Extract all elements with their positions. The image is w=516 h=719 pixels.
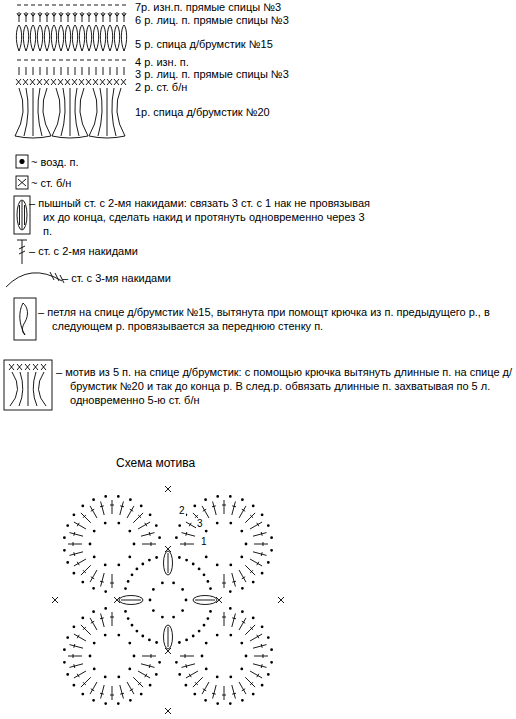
legend-text: – пышный ст. с 2-мя накидами: связать 3 … bbox=[29, 196, 373, 238]
double-treble-symbol bbox=[6, 272, 64, 287]
row-label: 5 р. спица д/брумстик №15 bbox=[135, 37, 273, 51]
row-label: 1р. спица д/брумстик №20 bbox=[135, 105, 270, 119]
symbol-box bbox=[4, 360, 52, 410]
motif-stitches bbox=[52, 486, 284, 714]
row-label: 7р. изн.п. прямые спицы №3 bbox=[135, 0, 281, 14]
puff-lines bbox=[121, 553, 215, 647]
row-label: 2 р. ст. б/н bbox=[135, 80, 187, 94]
symbol-box bbox=[16, 155, 28, 168]
symbol-box bbox=[14, 196, 30, 234]
legend-text: ~ возд. п. bbox=[31, 155, 245, 169]
symbol-box bbox=[16, 176, 28, 189]
single-crochet-symbol bbox=[18, 179, 26, 186]
symbol-box bbox=[14, 298, 36, 340]
motif-symbol bbox=[9, 364, 46, 406]
legend-text: – петля на спице д/брумстик №15, вытянут… bbox=[38, 305, 492, 333]
legend-text: – ст. с 3-мя накидами bbox=[62, 271, 296, 285]
row-chart-symbols bbox=[15, 5, 127, 138]
broomstick-loop-symbol bbox=[20, 303, 28, 335]
chart-heading: Схема мотива bbox=[116, 456, 195, 470]
callout-number: 2 bbox=[178, 505, 186, 517]
row-label: 6 р. лиц. п. прямые спицы №3 bbox=[135, 13, 289, 27]
puff-stitch-lines bbox=[20, 201, 25, 229]
chain-symbol bbox=[20, 159, 24, 163]
row-label: 4 р. изн. п. bbox=[135, 55, 189, 69]
motif-puffs bbox=[119, 551, 217, 649]
legend-text: ~ ст. б/н bbox=[31, 176, 245, 190]
legend-text: – мотив из 5 п. на спице д/брумстик: с п… bbox=[56, 365, 516, 407]
puff-stitch-symbol bbox=[17, 200, 27, 230]
row-label: 3 р. лиц. п. прямые спицы №3 bbox=[135, 67, 289, 81]
treble-symbol bbox=[17, 240, 27, 264]
callout-number: 1 bbox=[200, 536, 208, 548]
motif-chains bbox=[63, 495, 273, 705]
callout-number: 3 bbox=[196, 518, 204, 530]
legend-symbols bbox=[4, 155, 64, 410]
legend-text: – ст. с 2-мя накидами bbox=[29, 244, 263, 258]
